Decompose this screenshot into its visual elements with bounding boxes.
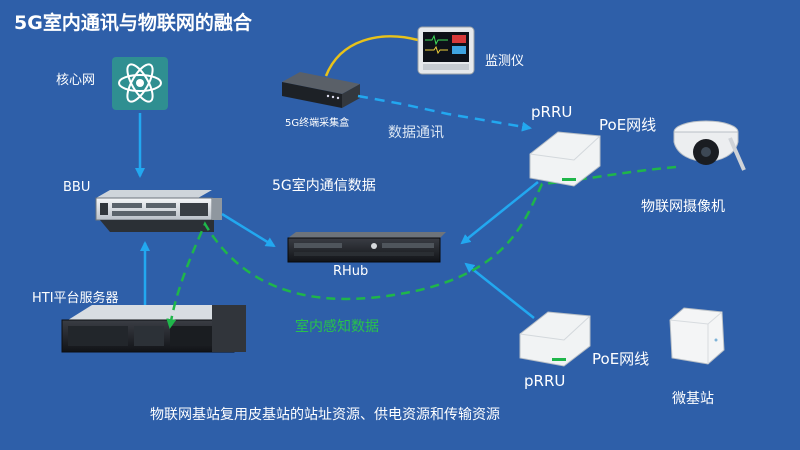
monitor-cable xyxy=(324,35,419,77)
bbu-to-rhub-arrow xyxy=(221,212,276,248)
prru-bottom-label: pRRU xyxy=(524,372,566,390)
monitor-label: 监测仪 xyxy=(485,54,525,69)
page-title: 5G室内通讯与物联网的融合 xyxy=(14,12,252,34)
collector-box xyxy=(282,72,360,108)
micro-base-station-label: 微基站 xyxy=(672,391,714,407)
rhub-label: RHub xyxy=(333,264,369,279)
iot-camera-device xyxy=(673,120,746,171)
prru-top-device xyxy=(529,131,601,187)
poe-top-label: PoE网线 xyxy=(599,116,657,134)
atom-icon xyxy=(112,57,168,110)
indoor-sense-label: 室内感知数据 xyxy=(295,319,379,335)
footer-caption: 物联网基站复用皮基站的站址资源、供电资源和传输资源 xyxy=(150,407,500,423)
rhub-device xyxy=(287,232,446,263)
data-comm-label: 数据通讯 xyxy=(388,125,444,141)
bbu-device xyxy=(95,190,222,232)
poe-bottom-label: PoE网线 xyxy=(592,350,650,368)
prru-top-to-rhub-arrow xyxy=(460,181,539,245)
core-network-label: 核心网 xyxy=(56,73,96,88)
data-comm-arrow xyxy=(357,94,532,132)
micro-base-station-device xyxy=(669,307,725,365)
prru-top-label: pRRU xyxy=(531,103,573,121)
collector-label: 5G终端采集盒 xyxy=(285,118,350,129)
indoor-comm-label: 5G室内通信数据 xyxy=(272,178,376,194)
prru-bottom-to-rhub-arrow xyxy=(464,262,535,319)
bbu-label: BBU xyxy=(63,180,91,195)
prru-bottom-device xyxy=(519,311,591,367)
monitor-device xyxy=(417,26,475,75)
hti-server-label: HTI平台服务器 xyxy=(32,291,119,306)
hti-server xyxy=(61,305,246,353)
iot-camera-label: 物联网摄像机 xyxy=(641,199,725,215)
